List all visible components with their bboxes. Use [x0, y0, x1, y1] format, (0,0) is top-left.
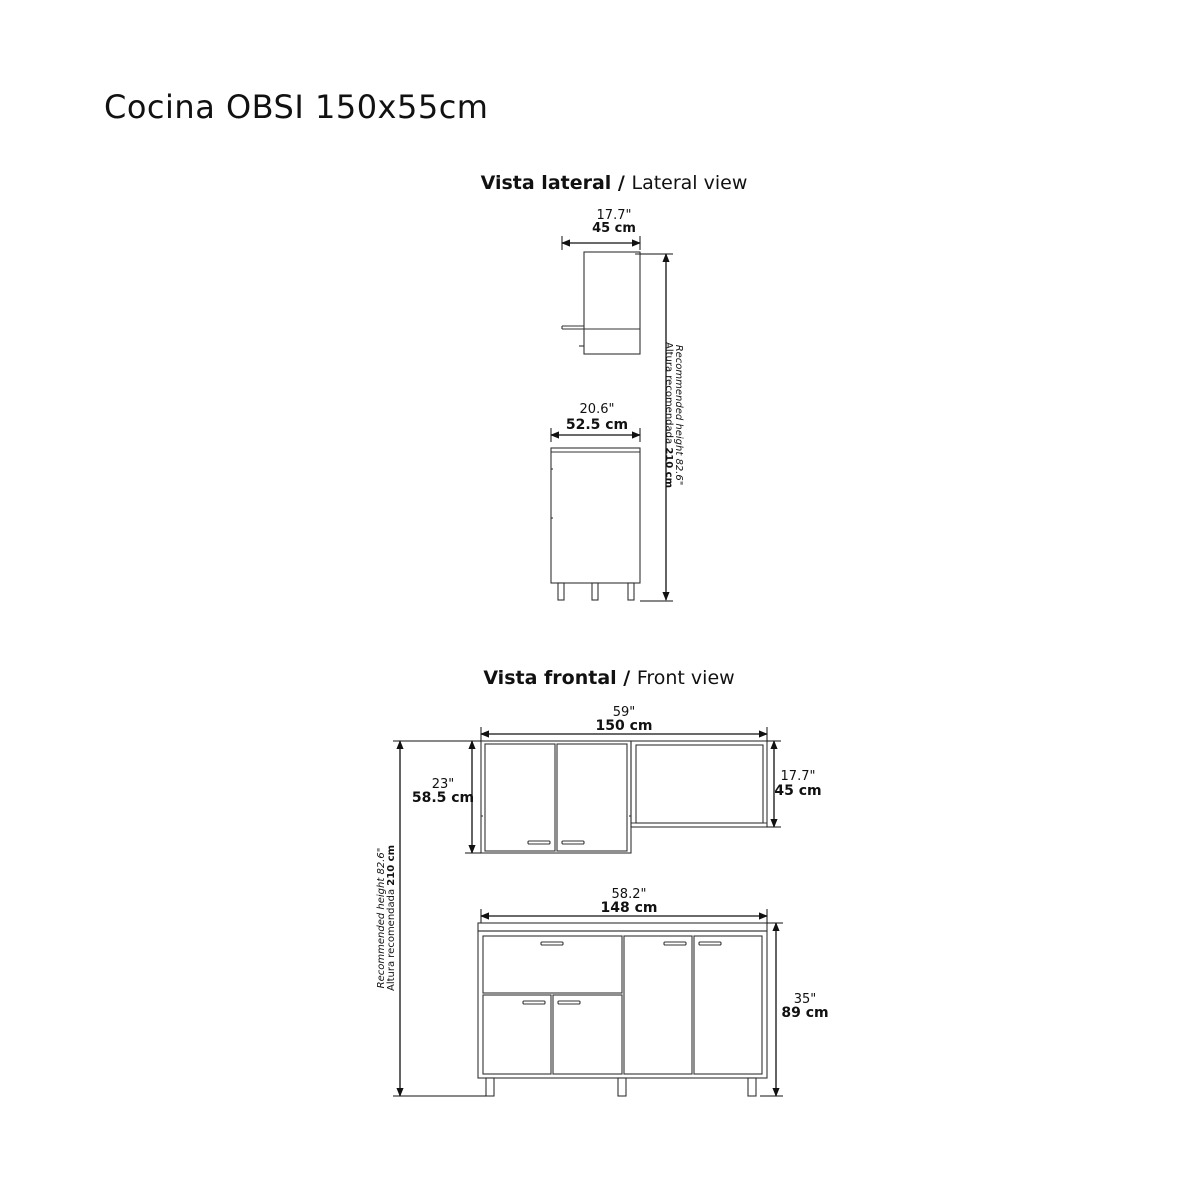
lateral-base-cabinet — [550, 447, 641, 584]
lateral-heading-en: Lateral view — [631, 172, 747, 194]
lateral-top-depth-in: 17.7" — [597, 208, 632, 223]
lateral-height-label-en: Recommended height 82.6" — [673, 345, 684, 486]
frontal-top-width-cm: 150 cm — [596, 718, 653, 734]
frontal-base-height-in: 35" — [794, 992, 817, 1007]
frontal-height-label-en: Recommended height 82.6" — [376, 848, 387, 989]
lateral-height-label: Altura recomendada 210 cm — [663, 342, 674, 488]
lateral-legs — [557, 582, 635, 601]
lateral-heading-sep: / — [611, 172, 631, 194]
lateral-height-label-cm: 210 cm — [663, 447, 674, 488]
frontal-open-height-in: 17.7" — [781, 769, 816, 784]
frontal-open-shelf — [630, 740, 768, 828]
frontal-top-width-in: 59" — [613, 705, 636, 720]
page-title: Cocina OBSI 150x55cm — [104, 88, 489, 126]
frontal-legs — [485, 1077, 757, 1097]
frontal-heading-sep: / — [617, 667, 637, 689]
frontal-wall-height-cm: 58.5 cm — [412, 790, 474, 806]
lateral-heading: Vista lateral / Lateral view — [481, 172, 748, 194]
lateral-height-label-es: Altura recomendada — [663, 342, 674, 447]
frontal-wall-cabinet — [480, 740, 632, 854]
lateral-wall-cabinet — [561, 251, 641, 355]
frontal-wall-height-in: 23" — [432, 777, 455, 792]
frontal-heading-en: Front view — [637, 667, 735, 689]
frontal-height-label: Altura recomendada 210 cm — [386, 845, 397, 991]
lateral-base-depth-in: 20.6" — [580, 402, 615, 417]
frontal-height-label-es: Altura recomendada — [386, 886, 397, 991]
frontal-heading-es: Vista frontal — [483, 667, 616, 689]
frontal-base-height-cm: 89 cm — [781, 1005, 828, 1021]
lateral-base-depth-cm: 52.5 cm — [566, 417, 628, 433]
frontal-base-cabinet — [477, 922, 768, 1079]
frontal-base-width-in: 58.2" — [612, 887, 647, 902]
frontal-open-height-cm: 45 cm — [774, 783, 821, 799]
lateral-top-depth-cm: 45 cm — [592, 221, 636, 236]
lateral-heading-es: Vista lateral — [481, 172, 612, 194]
frontal-base-width-cm: 148 cm — [601, 900, 658, 916]
frontal-heading: Vista frontal / Front view — [483, 667, 734, 689]
frontal-height-label-cm: 210 cm — [386, 845, 397, 886]
